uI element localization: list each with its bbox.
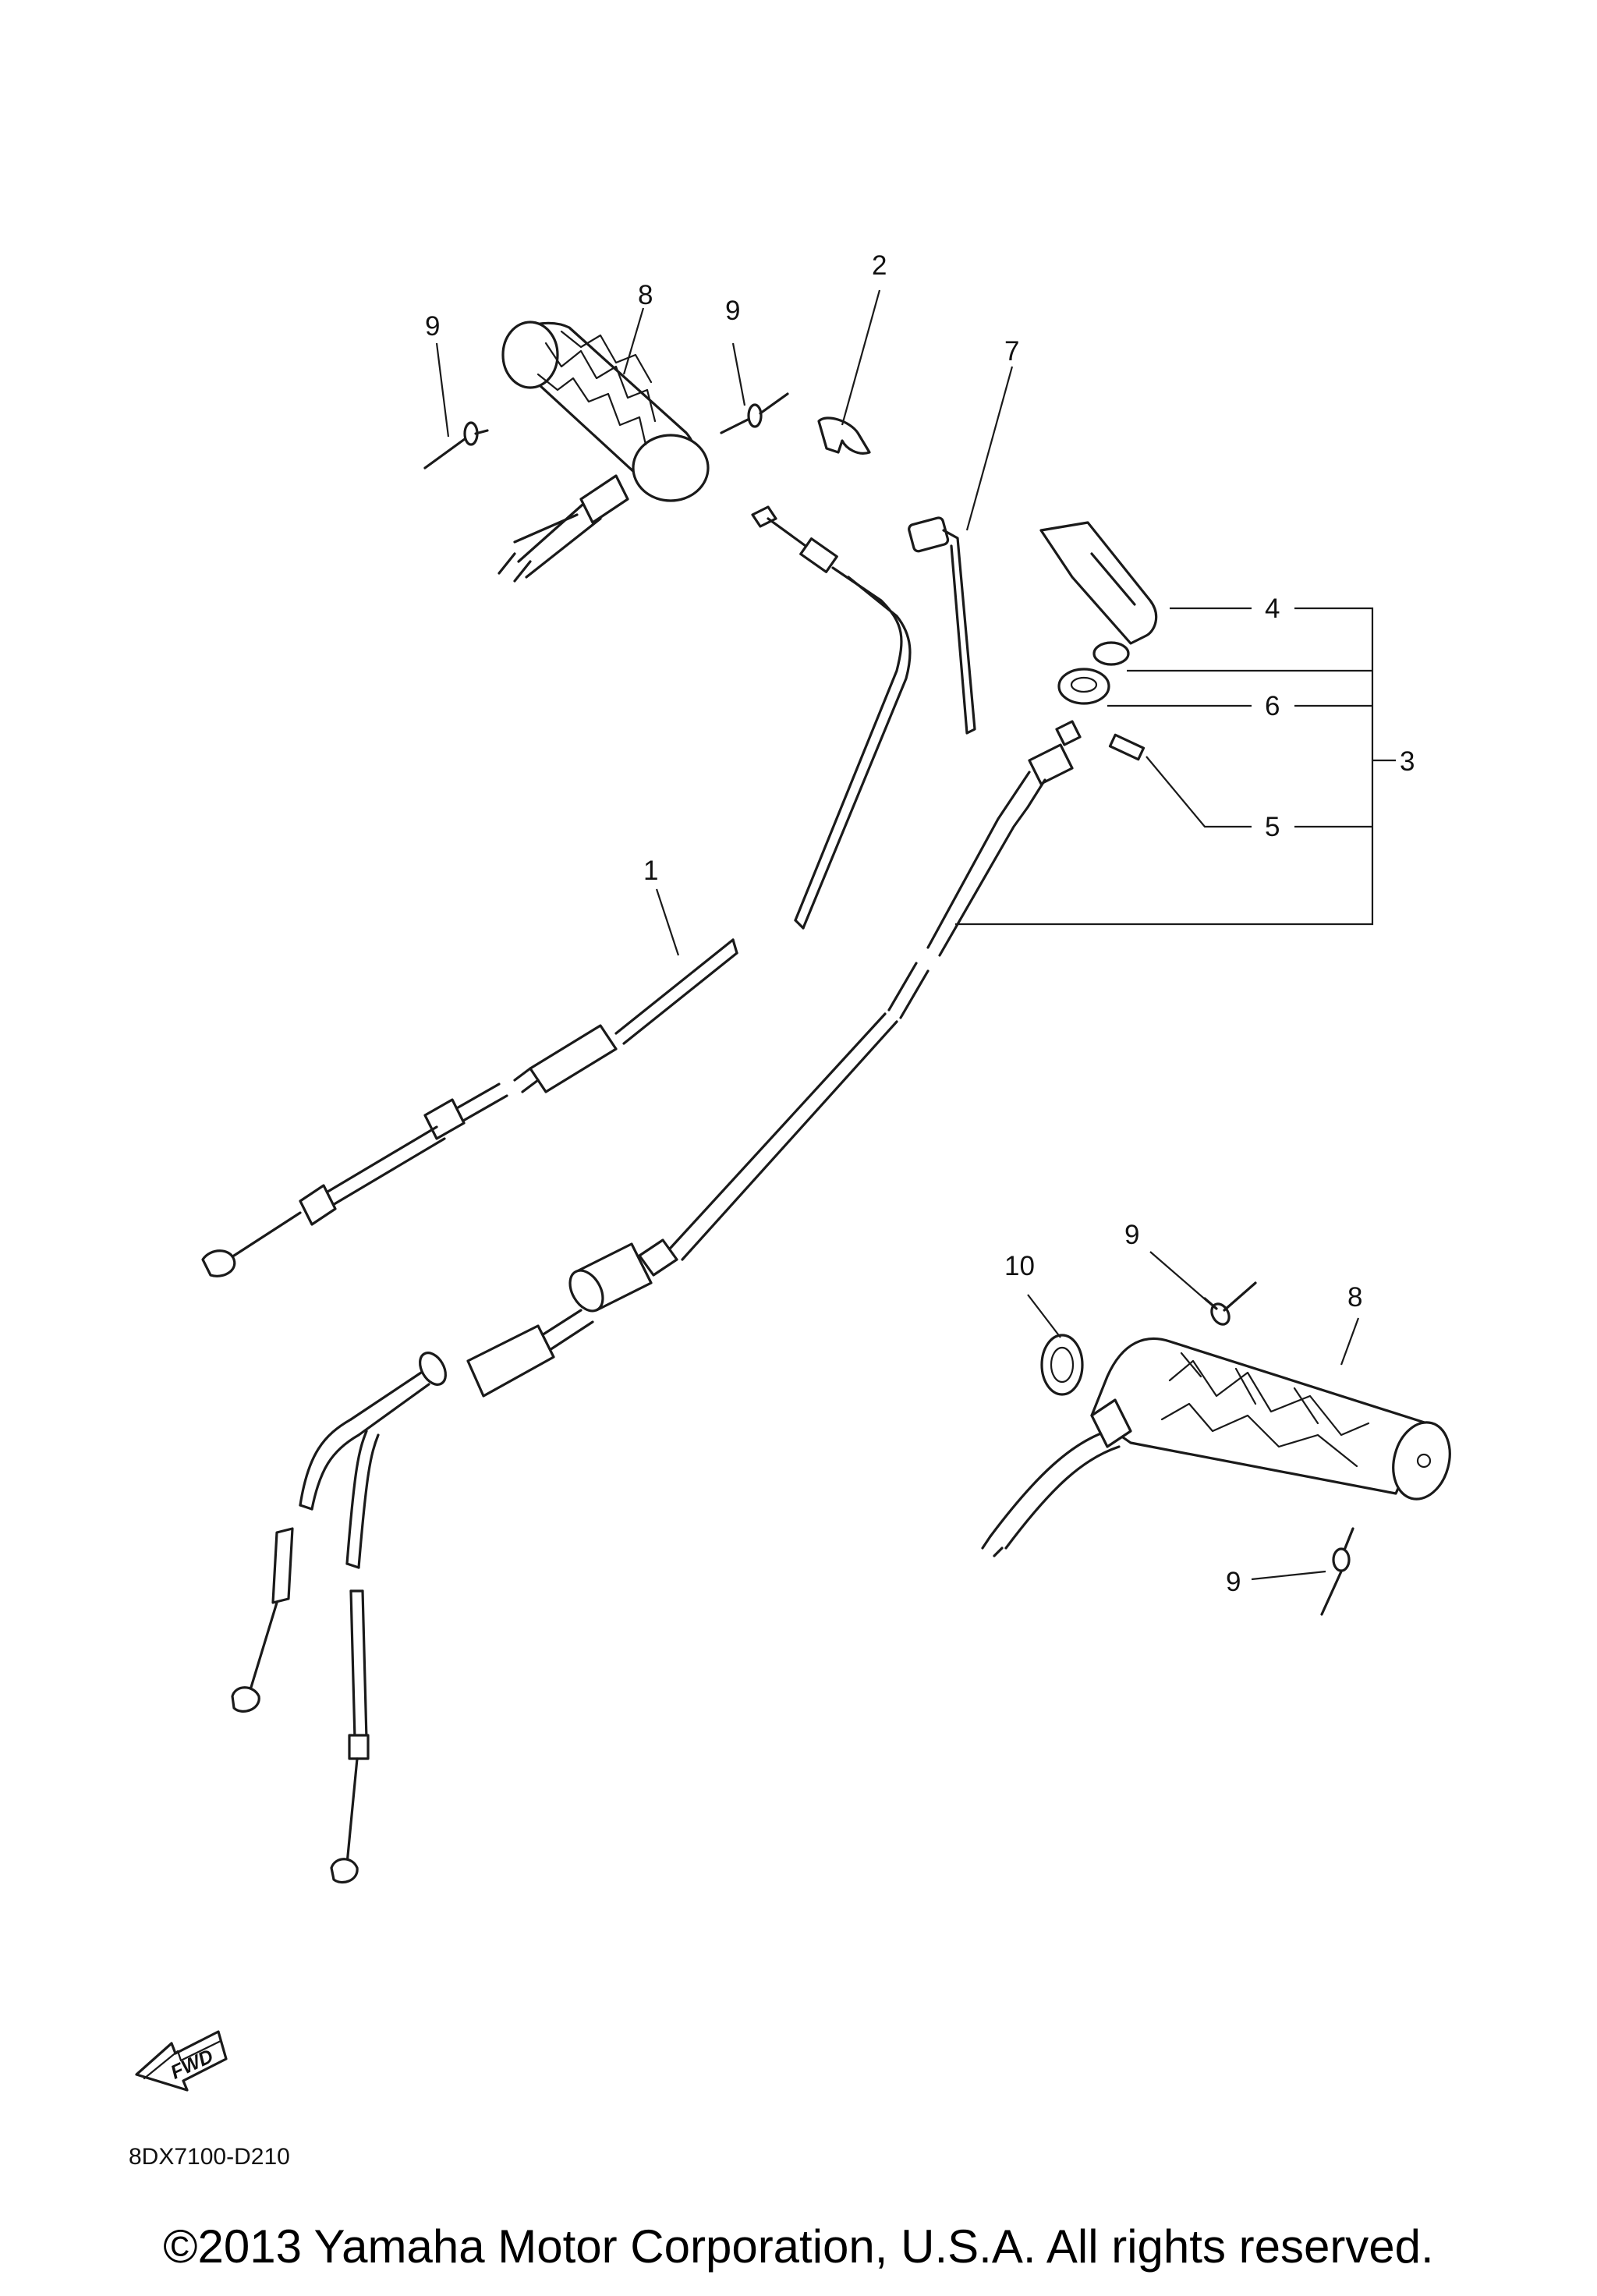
copyright-notice: ©2013 Yamaha Motor Corporation, U.S.A. A… (163, 2220, 1434, 2273)
cable-1 (201, 505, 912, 1277)
leader-lines (435, 289, 1396, 1581)
callout-1: 1 (643, 856, 658, 886)
rivet-left-a (423, 421, 489, 469)
cable-tie (908, 516, 976, 735)
bracket-part-4 (1039, 521, 1158, 645)
drawing-code: 8DX7100-D210 (129, 2144, 290, 2170)
cable-end-b (330, 1589, 370, 1884)
rivet-right-b (1320, 1527, 1354, 1616)
callout-4: 4 (1265, 593, 1280, 624)
callout-7: 7 (1004, 336, 1019, 367)
right-grip (981, 1334, 1451, 1557)
callout-10: 10 (1004, 1251, 1035, 1281)
callout-9: 9 (1124, 1220, 1139, 1250)
rivet-left-b (720, 392, 789, 434)
callout-6: 6 (1265, 691, 1280, 721)
callout-5: 5 (1265, 812, 1280, 842)
fwd-arrow-icon: FWD (135, 2030, 228, 2092)
pin-part-5 (1108, 733, 1146, 761)
callouts: 9 8 9 2 7 4 6 3 5 1 10 9 8 9 (425, 250, 1415, 1597)
washer-part-6 (1057, 641, 1130, 705)
callout-9: 9 (1226, 1567, 1241, 1597)
left-grip (498, 321, 710, 583)
callout-3: 3 (1400, 746, 1415, 777)
callout-9: 9 (725, 296, 740, 326)
cable-end-a (231, 1527, 294, 1713)
cable-3 (299, 720, 1082, 1569)
rivet-right-a (1203, 1281, 1257, 1326)
callout-8: 8 (638, 280, 653, 310)
callout-2: 2 (872, 250, 887, 281)
callout-9: 9 (425, 311, 440, 342)
callout-8: 8 (1347, 1282, 1362, 1313)
clip (817, 416, 871, 455)
